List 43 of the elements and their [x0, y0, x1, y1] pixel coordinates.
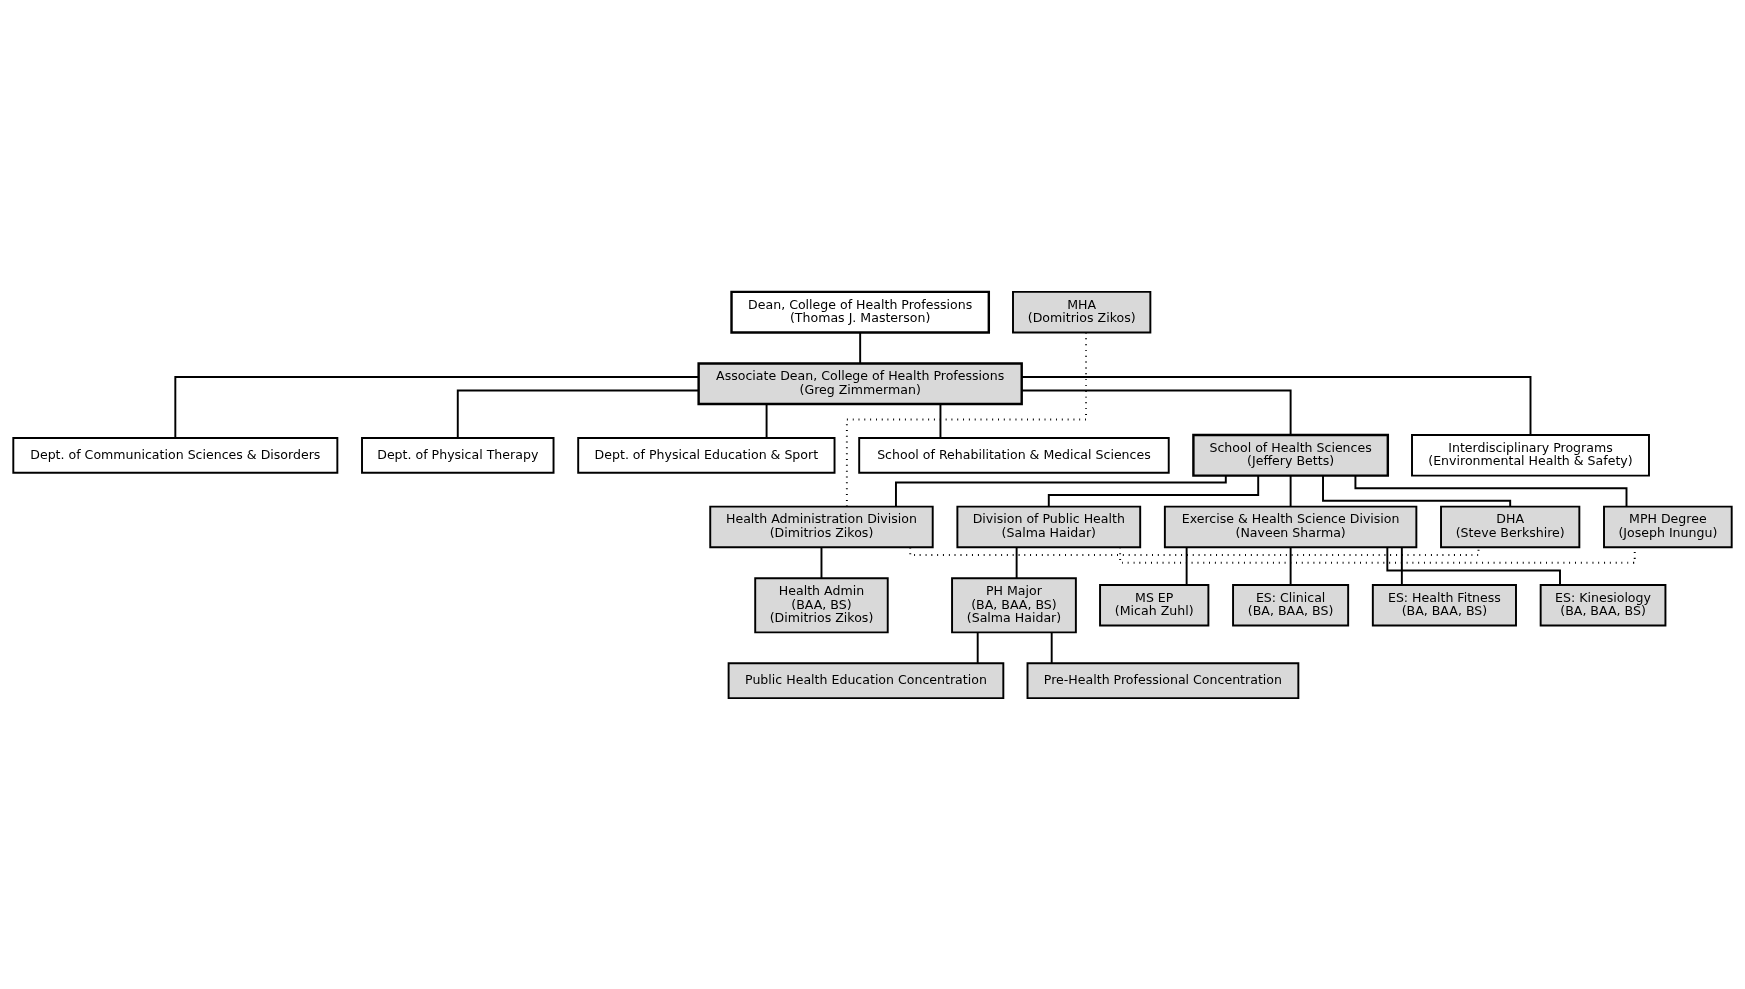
connector — [1289, 546, 1292, 586]
connector — [1015, 546, 1018, 579]
connector — [456, 389, 700, 439]
node-box: Health Administration Division (Dimitrios Zikos) — [709, 505, 934, 548]
node-box: MHA (Domitrios Zikos) — [1012, 290, 1152, 333]
node-box: MS EP (Micah Zuhl) — [1099, 583, 1210, 627]
node-box: Division of Public Health (Salma Haidar) — [956, 505, 1142, 548]
connector — [1047, 474, 1260, 507]
node-box: Dept. of Physical Education & Sport — [577, 436, 836, 474]
node-box: School of Rehabilitation & Medical Sciences — [858, 436, 1170, 474]
connector — [1322, 474, 1512, 508]
connector — [1400, 546, 1403, 586]
connector — [1021, 375, 1532, 436]
connector — [765, 402, 768, 439]
connector — [976, 631, 979, 664]
connector — [1050, 631, 1053, 664]
node-box: DHA (Steve Berkshire) — [1440, 505, 1581, 548]
connector — [859, 331, 862, 364]
node-box: Interdisciplinary Programs (Environmental Health & Safety) — [1411, 433, 1650, 477]
node-box: ES: Health Fitness (BA, BAA, BS) — [1371, 583, 1517, 627]
node-box: Dept. of Communication Sciences & Disorders — [12, 436, 339, 474]
node-box: Pre-Health Professional Concentration — [1026, 661, 1300, 699]
connector — [939, 402, 942, 439]
connector — [1386, 545, 1561, 586]
connector — [1021, 389, 1292, 436]
node-box: Dean, College of Health Professions (Thomas J. Masterson) — [730, 290, 991, 334]
connector — [1185, 546, 1188, 586]
node-box: School of Health Sciences (Jeffery Betts) — [1192, 433, 1390, 477]
node-box: Health Admin (BAA, BS) (Dimitrios Zikos) — [754, 576, 889, 633]
node-box: Dept. of Physical Therapy — [361, 436, 555, 474]
node-box: ES: Clinical (BA, BAA, BS) — [1232, 583, 1350, 627]
connector — [1354, 474, 1628, 507]
node-box: ES: Kinesiology (BA, BAA, BS) — [1539, 583, 1667, 627]
connector — [820, 546, 823, 579]
node-box: MPH Degree (Joseph Inungu) — [1603, 505, 1733, 548]
node-box: Public Health Education Concentration — [727, 661, 1005, 699]
connector — [1289, 474, 1292, 507]
node-box: Associate Dean, College of Health Professions (Greg Zimmerman) — [697, 361, 1023, 405]
node-box: PH Major (BA, BAA, BS) (Salma Haidar) — [951, 576, 1077, 633]
node-box: Exercise & Health Science Division (Naveen Sharma) — [1163, 505, 1418, 548]
connector — [174, 375, 700, 439]
connector — [909, 545, 1480, 556]
connector — [1119, 545, 1636, 564]
